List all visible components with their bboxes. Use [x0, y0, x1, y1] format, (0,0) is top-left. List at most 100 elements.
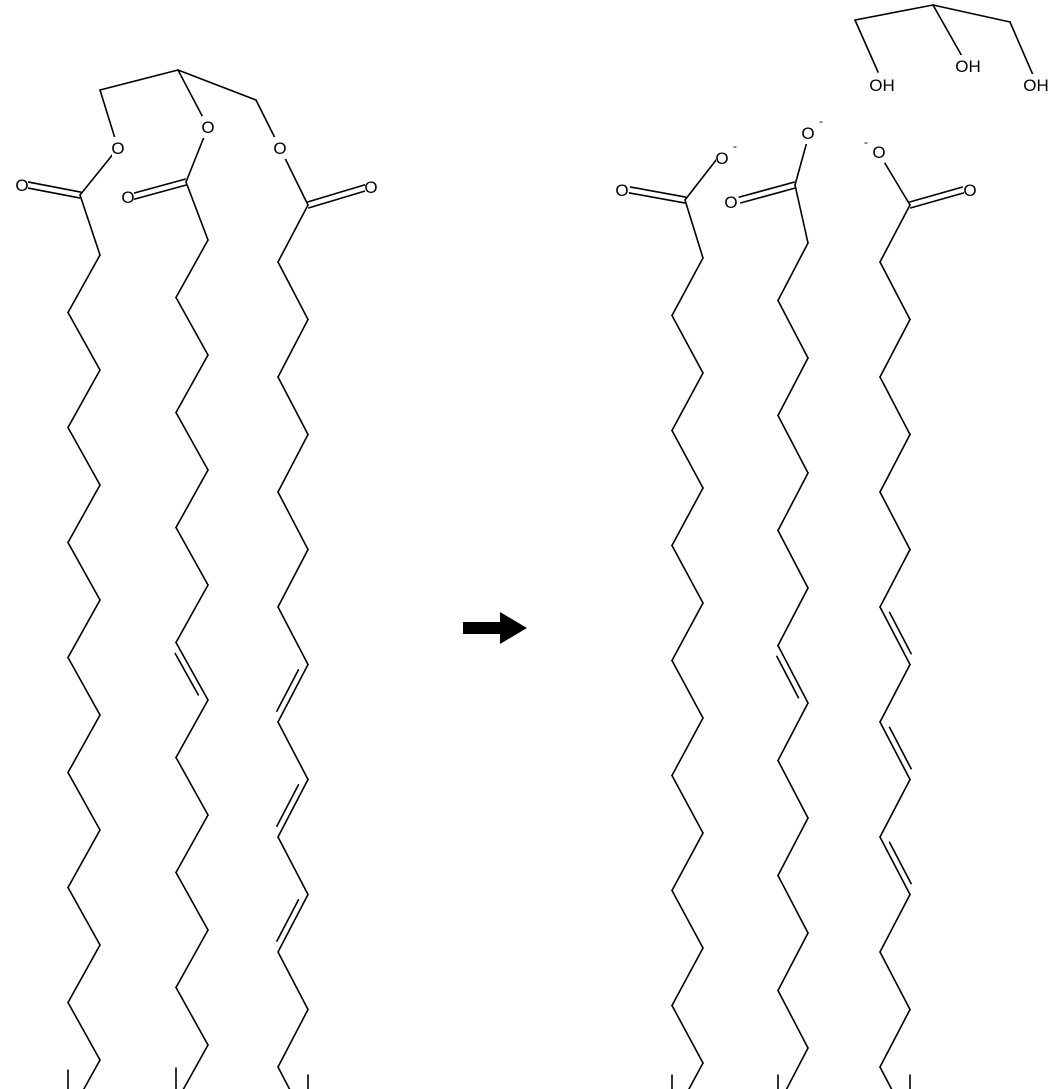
- glycerol-hydroxyl-1: OH: [869, 76, 895, 95]
- reactant-chain-b-bond: [175, 814, 209, 874]
- product-chain-b-double-bond: [776, 655, 800, 699]
- carboxylate-oxygen-1: O: [715, 149, 728, 168]
- reactant-chain-b-bond: [175, 584, 209, 644]
- product-chain-c-bond: [879, 1008, 911, 1068]
- product-chain-b-bond: [794, 184, 809, 244]
- glycerol-hydroxyl-2: OH: [955, 57, 981, 76]
- product-chain-b-bond: [777, 817, 809, 877]
- reactant-chain-b-bond: [175, 526, 209, 586]
- carbonyl-bond: [908, 186, 963, 203]
- product-chain-a-bond: [671, 947, 704, 1007]
- carbonyl-bond: [130, 184, 188, 201]
- product-chain-a-bond: [671, 774, 704, 834]
- carbonyl-bond: [628, 192, 686, 204]
- carbonyl-bond: [27, 181, 82, 193]
- product-chain-b-bond: [777, 414, 809, 474]
- product-carbonyl-oxygen-3-background: [964, 179, 976, 201]
- reactant-chain-a-bond: [67, 541, 101, 601]
- reactant-chain-b-bond: [182, 1044, 209, 1089]
- arrow-shape: [463, 612, 527, 644]
- reactant-chain-c-bond: [277, 721, 309, 781]
- negative-charge-1: -: [733, 139, 737, 153]
- reactant-chain-c-bond: [277, 376, 309, 436]
- product-chain-a-bond: [671, 602, 704, 662]
- product-chain-c-bond: [879, 376, 911, 436]
- reactant-chain-b-bond: [175, 986, 209, 1046]
- product-chain-c-bond: [879, 433, 911, 493]
- product-chain-b-bond: [785, 1047, 809, 1089]
- product-chain-b-bond: [777, 644, 809, 704]
- product-chain-c-bond: [879, 1066, 893, 1089]
- reactant-chain-a-bond: [67, 369, 101, 429]
- product-chain-c-bond: [879, 491, 911, 551]
- reactant-chain-c-bond: [277, 663, 309, 723]
- reactant-chain-a-bond: [82, 1059, 101, 1089]
- reactant-chain-c-double-bond: [276, 783, 300, 827]
- carbonyl-oxygen-2-background: [122, 186, 134, 208]
- product-chain-b-bond: [777, 587, 809, 647]
- glycerol-hydroxyl-3: OH: [1023, 76, 1049, 95]
- reactant-chain-a-bond: [67, 944, 101, 1004]
- reactant-chain-b-bond: [175, 871, 209, 931]
- product-chain-c-bond: [879, 893, 911, 953]
- reactant-chain-c-bond: [277, 1066, 291, 1089]
- ester-oxygen-2: O: [201, 118, 214, 137]
- reactant-chain-c-bond: [277, 433, 309, 493]
- carbonyl-bond: [738, 181, 796, 198]
- product-chain-a-bond: [671, 487, 704, 547]
- product-chain-c-bond: [879, 663, 911, 723]
- reactant-chain-a-bond: [67, 714, 101, 774]
- product-chain-a-bond: [671, 314, 704, 374]
- carboxylate-bond: [794, 137, 809, 186]
- ester-oxygen-2-background: [202, 116, 214, 138]
- reactant-chain-a-bond: [67, 484, 101, 544]
- carboxylate-oxygen-2: O: [801, 124, 814, 143]
- product-chain-b-bond: [777, 932, 809, 992]
- reactant-chain-b-bond: [175, 641, 209, 701]
- reactant-chain-a-bond: [67, 426, 101, 486]
- ester-oxygen-1-background: [112, 137, 124, 159]
- product-chain-a-bond: [684, 199, 704, 259]
- reactant-chain-c-double-bond: [276, 898, 300, 942]
- right-arrow-icon: [463, 612, 527, 644]
- carboxylate-bond: [879, 154, 911, 206]
- product-chain-c-bond: [879, 721, 911, 781]
- reactant-chain-b-double-bond: [174, 652, 200, 696]
- product-chain-c-double-bond: [888, 611, 912, 655]
- reactant-chain-c-bond: [277, 893, 309, 953]
- reactant-chain-b-bond: [175, 469, 209, 529]
- product-chain-b-bond: [777, 874, 809, 934]
- carboxylate-oxygen-3: O: [872, 143, 885, 162]
- glycerol-hydroxyl-2-background: [953, 55, 983, 77]
- reactant-chain-b-bond: [175, 239, 209, 299]
- product-chain-c-bond: [879, 548, 911, 608]
- ester-oxygen-1: O: [111, 139, 124, 158]
- reactant-chain-b-bond: [175, 699, 209, 759]
- ester-oxygen-3-background: [274, 137, 286, 159]
- product-chain-c-bond: [879, 778, 911, 838]
- glycerol-bond: [854, 19, 879, 73]
- negative-charge-2: -: [819, 114, 823, 128]
- product-chain-a-bond: [671, 889, 704, 949]
- product-chain-a-bond: [671, 544, 704, 604]
- reactant-chain-a-bond: [79, 194, 101, 256]
- glycerol-bond: [177, 69, 257, 101]
- reactant-chain-b-bond: [175, 929, 209, 989]
- product-chain-b-bond: [777, 242, 809, 302]
- product-chain-c-bond: [879, 836, 911, 896]
- reactant-chain-a-bond: [67, 656, 101, 716]
- reactant-chain-c-bond: [277, 318, 309, 378]
- reactant-chain-b-bond: [175, 296, 209, 356]
- reactant-chain-c-bond: [277, 836, 309, 896]
- reactant-chain-a-bond: [67, 771, 101, 831]
- product-carbonyl-oxygen-1: O: [615, 181, 628, 200]
- product-chain-a-bond: [671, 257, 704, 317]
- carboxylate-oxygen-3-background: [873, 141, 885, 163]
- product-chain-b-bond: [777, 759, 809, 819]
- product-chain-c-bond: [879, 204, 911, 263]
- glycerol-bond: [1009, 21, 1034, 76]
- carboxylate-oxygen-1-background: [716, 147, 728, 169]
- product-carbonyl-oxygen-1-background: [616, 179, 628, 201]
- product-chain-c-double-bond: [888, 841, 912, 885]
